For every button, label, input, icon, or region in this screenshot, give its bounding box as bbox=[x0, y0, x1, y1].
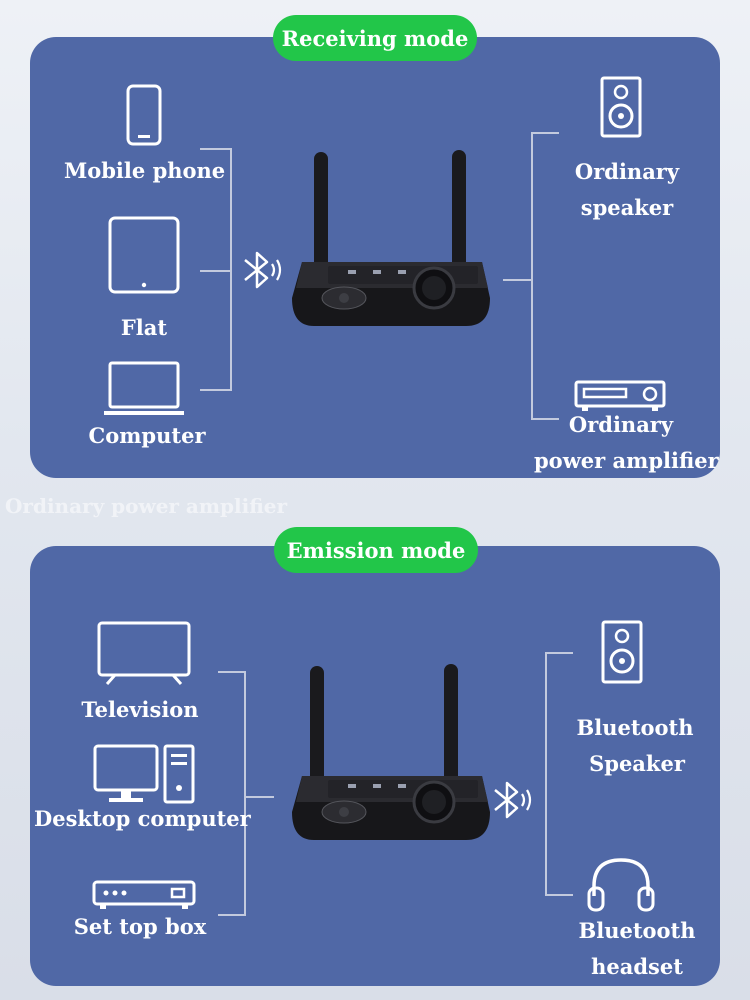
source-label-desktop-computer: Desktop computer bbox=[34, 806, 251, 831]
receiving-left-bracket-mid bbox=[200, 270, 232, 272]
desktop-computer-icon bbox=[93, 744, 197, 806]
output-label-amplifier-line1: Ordinary bbox=[568, 412, 674, 437]
output-label-amplifier-line2: power amplifier bbox=[534, 448, 719, 473]
receiving-left-bracket-top bbox=[200, 148, 232, 150]
source-label-flat: Flat bbox=[120, 315, 168, 340]
television-icon bbox=[97, 621, 191, 685]
receiving-right-bracket-bottom bbox=[531, 418, 559, 420]
receiver-transmitter-device bbox=[288, 148, 494, 330]
output-label-bt-speaker-line2: Speaker bbox=[589, 751, 685, 776]
source-label-television: Television bbox=[81, 697, 199, 722]
emission-right-bracket-vertical bbox=[545, 652, 547, 895]
receiver-transmitter-device-emission bbox=[288, 662, 494, 844]
emission-right-bracket-top bbox=[545, 652, 573, 654]
emission-left-bracket-bottom bbox=[218, 914, 246, 916]
receiving-right-bracket-vertical bbox=[531, 132, 533, 419]
speaker-icon bbox=[601, 620, 643, 684]
output-label-speaker-line2: speaker bbox=[580, 195, 674, 220]
output-label-speaker-line1: Ordinary bbox=[574, 159, 680, 184]
source-label-computer: Computer bbox=[88, 423, 206, 448]
output-label-bt-speaker-line1: Bluetooth bbox=[576, 715, 694, 740]
headphones-icon bbox=[586, 856, 656, 912]
tablet-icon bbox=[108, 216, 180, 294]
receiving-left-bracket-vertical bbox=[230, 148, 232, 390]
emission-left-bracket-top bbox=[218, 671, 246, 673]
source-label-mobile-phone: Mobile phone bbox=[64, 158, 226, 183]
bluetooth-icon bbox=[489, 777, 535, 823]
output-label-bt-headset-line2: headset bbox=[591, 954, 683, 979]
mobile-phone-icon bbox=[126, 84, 162, 146]
source-label-set-top-box: Set top box bbox=[73, 914, 207, 939]
output-label-bt-headset-line1: Bluetooth bbox=[578, 918, 696, 943]
emission-right-bracket-bottom bbox=[545, 894, 573, 896]
amplifier-icon bbox=[574, 380, 666, 412]
receiving-mode-title: Receiving mode bbox=[273, 15, 477, 61]
receiving-left-bracket-bottom bbox=[200, 389, 232, 391]
laptop-icon bbox=[104, 361, 184, 417]
set-top-box-icon bbox=[92, 880, 196, 910]
bluetooth-icon bbox=[239, 247, 285, 293]
emission-left-bracket-mid bbox=[244, 796, 274, 798]
speaker-icon bbox=[600, 76, 642, 138]
emission-mode-title: Emission mode bbox=[274, 527, 478, 573]
receiving-right-bracket-mid bbox=[503, 279, 533, 281]
watermark-text: Ordinary power amplifier bbox=[5, 494, 288, 518]
receiving-right-bracket-top bbox=[531, 132, 559, 134]
emission-left-bracket-vertical bbox=[244, 671, 246, 915]
emission-mode-panel bbox=[30, 546, 720, 986]
